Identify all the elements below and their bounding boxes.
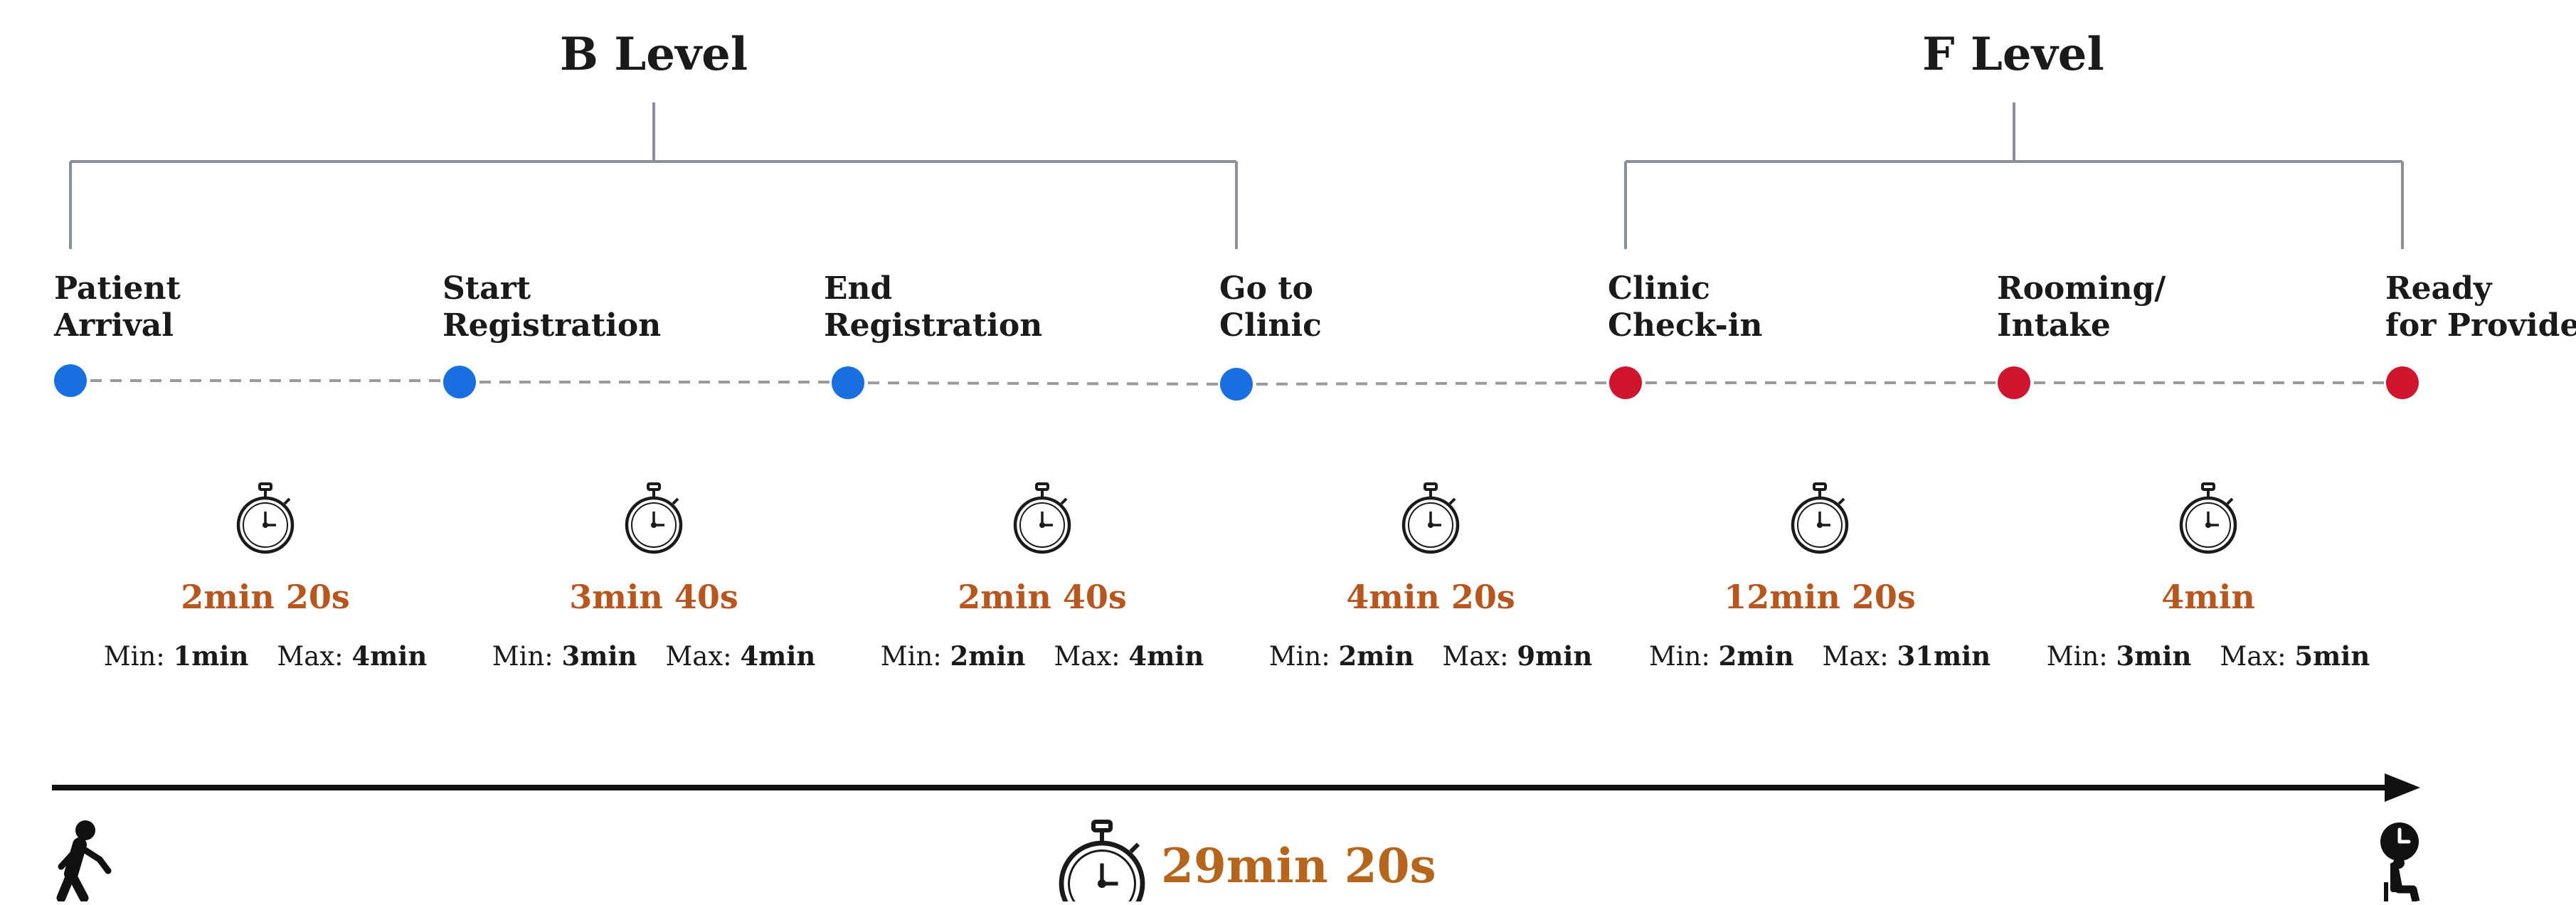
stage-dot-f-level xyxy=(1998,366,2030,399)
max-value: 4min xyxy=(351,640,427,672)
stage-label-line1: Rooming/ xyxy=(1997,270,2166,307)
interval-durations: 2min 20s 3min 40s 2min 40s 4min 20s 12mi… xyxy=(181,578,2255,616)
stage-dot-b-level xyxy=(54,364,87,397)
max-label: Max: xyxy=(665,641,731,672)
min-label: Min: xyxy=(1269,641,1330,672)
stopwatch-icon xyxy=(1015,484,1069,552)
max-label: Max: xyxy=(1822,641,1888,672)
interval-range: Min: 3min Max: 4min xyxy=(492,640,816,672)
stage-label-line1: Ready xyxy=(2385,270,2493,307)
interval-range: Min: 2min Max: 9min xyxy=(1269,640,1593,672)
stage-label-line1: Patient xyxy=(54,270,181,307)
max-label: Max: xyxy=(1442,641,1508,672)
walking-person-icon xyxy=(56,820,112,903)
stage-dot-b-level xyxy=(832,366,864,399)
dashed-connectors xyxy=(70,379,2402,386)
stopwatch-icon xyxy=(627,484,681,552)
min-value: 1min xyxy=(174,640,249,672)
min-value: 2min xyxy=(1719,640,1794,672)
interval-stopwatches xyxy=(238,484,2235,552)
stopwatch-icon xyxy=(238,484,292,552)
bracket-b-level xyxy=(69,102,1238,249)
min-label: Min: xyxy=(492,641,553,672)
min-value: 3min xyxy=(2116,640,2192,672)
stage-label-line1: Start xyxy=(442,270,531,307)
max-value: 5min xyxy=(2294,640,2370,672)
interval-range: Min: 2min Max: 4min xyxy=(881,640,1204,672)
min-label: Min: xyxy=(104,641,165,672)
stage-label-line2: Check-in xyxy=(1608,307,1762,344)
interval-duration: 2min 20s xyxy=(181,578,350,616)
max-value: 9min xyxy=(1517,640,1592,672)
max-value: 4min xyxy=(1128,640,1204,672)
stopwatch-icon xyxy=(1793,484,1847,552)
stage-label-line2: Clinic xyxy=(1219,307,1322,344)
clock-badge-icon xyxy=(2380,822,2419,861)
min-label: Min: xyxy=(881,641,942,672)
min-value: 3min xyxy=(562,640,637,672)
level-title-b: B Level xyxy=(560,28,748,81)
total-time-arrow xyxy=(52,773,2420,802)
min-label: Min: xyxy=(1649,641,1710,672)
stage-label-line1: Clinic xyxy=(1608,270,1710,307)
min-value: 2min xyxy=(950,640,1026,672)
stage-label-line2: Registration xyxy=(824,307,1042,344)
stage-labels: Patient Arrival Start Registration End R… xyxy=(53,270,2576,344)
stage-dot-b-level xyxy=(1220,368,1253,401)
max-value: 4min xyxy=(740,640,815,672)
interval-range: Min: 2min Max: 31min xyxy=(1649,640,1991,672)
interval-duration: 4min 20s xyxy=(1346,578,1515,616)
stage-dot-f-level xyxy=(2386,366,2419,399)
interval-duration: 4min xyxy=(2161,578,2255,616)
interval-range: Min: 1min Max: 4min xyxy=(104,640,428,672)
min-value: 2min xyxy=(1339,640,1414,672)
max-label: Max: xyxy=(2220,641,2286,672)
bracket-f-level xyxy=(1624,102,2404,249)
stage-label-line2: Arrival xyxy=(53,307,174,344)
interval-duration: 2min 40s xyxy=(958,578,1127,616)
stage-label-line2: Registration xyxy=(442,307,661,344)
interval-duration: 12min 20s xyxy=(1724,578,1916,616)
stopwatch-icon xyxy=(2181,484,2235,552)
interval-ranges: Min: 1min Max: 4min Min: 3min Max: 4min Mi… xyxy=(104,640,2370,672)
interval-range: Min: 3min Max: 5min xyxy=(2047,640,2370,672)
interval-duration: 3min 40s xyxy=(569,578,738,616)
stage-label-line1: Go to xyxy=(1219,270,1313,307)
level-title-f: F Level xyxy=(1922,28,2104,81)
max-label: Max: xyxy=(1054,641,1120,672)
stage-dot-f-level xyxy=(1609,366,1642,399)
max-value: 31min xyxy=(1897,640,1991,672)
total-duration: 29min 20s xyxy=(1161,838,1436,894)
min-label: Min: xyxy=(2047,641,2108,672)
max-label: Max: xyxy=(277,641,343,672)
stage-dot-b-level xyxy=(443,366,476,398)
stage-label-line2: for Provide xyxy=(2385,307,2576,344)
stopwatch-icon xyxy=(1404,484,1458,552)
stage-label-line2: Intake xyxy=(1997,307,2111,344)
stage-dots xyxy=(54,364,2419,401)
stage-label-line1: End xyxy=(824,270,892,307)
stopwatch-icon xyxy=(1061,822,1143,901)
